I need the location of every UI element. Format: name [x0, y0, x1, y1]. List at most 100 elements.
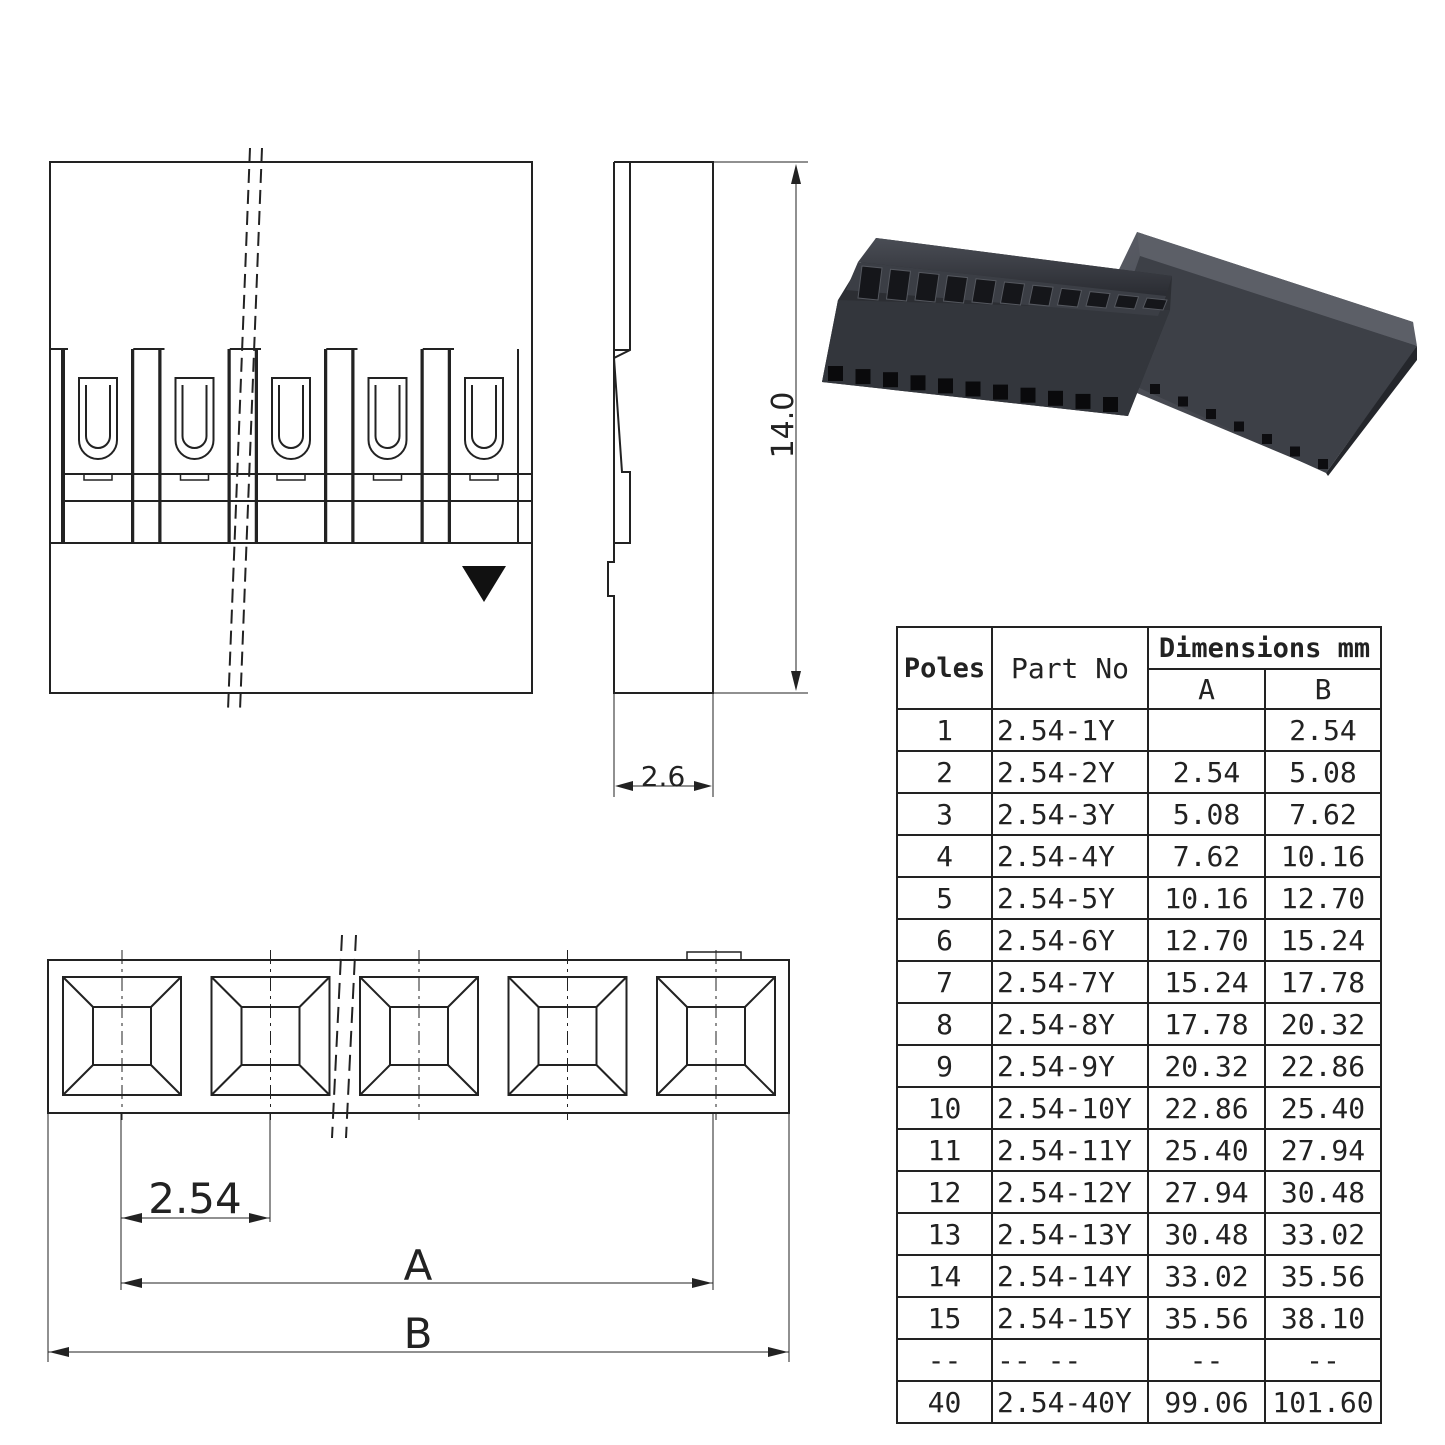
cell-dim-a: 99.06 — [1147, 1380, 1266, 1424]
photo-hole — [828, 366, 843, 381]
cell-dim-a: 7.62 — [1147, 834, 1266, 878]
photo-hole — [965, 381, 981, 397]
cell-poles: 2 — [896, 750, 993, 794]
product-photo — [822, 232, 1417, 476]
photo-slot — [1142, 297, 1168, 311]
cell-poles: 6 — [896, 918, 993, 962]
contact-slot — [349, 348, 450, 543]
cell-poles: 1 — [896, 708, 993, 752]
cell-dim-b: 35.56 — [1263, 1254, 1383, 1298]
photo-slot — [1085, 291, 1111, 309]
pin-cavity — [507, 950, 628, 1120]
photo-hole — [1290, 446, 1300, 457]
cell-part-no: 2.54-40Y — [991, 1380, 1149, 1424]
cell-dim-a: 25.40 — [1147, 1128, 1266, 1172]
photo-hole — [855, 369, 871, 385]
cell-dim-b: 25.40 — [1263, 1086, 1383, 1130]
cell-dim-a: 17.78 — [1147, 1002, 1266, 1046]
cell-part-no: 2.54-12Y — [991, 1170, 1149, 1214]
cell-dim-a: 5.08 — [1147, 792, 1266, 836]
photo-hole — [938, 378, 953, 394]
table-row: ---- ------ — [896, 1338, 1383, 1382]
photo-hole — [1234, 421, 1244, 432]
photo-hole — [1178, 396, 1188, 407]
cell-dim-b: 101.60 — [1263, 1380, 1383, 1424]
pin-cavity — [62, 950, 182, 1120]
contact-slot — [60, 348, 161, 543]
cell-part-no: 2.54-15Y — [991, 1296, 1149, 1340]
cell-part-no: 2.54-1Y — [991, 708, 1149, 752]
cell-dim-b: 30.48 — [1263, 1170, 1383, 1214]
photo-slot — [999, 281, 1026, 306]
cell-part-no: 2.54-10Y — [991, 1086, 1149, 1130]
cell-dim-a — [1147, 708, 1266, 752]
cell-poles: 9 — [896, 1044, 993, 1088]
cell-dim-a: 15.24 — [1147, 960, 1266, 1004]
length-b-label: B — [404, 1309, 433, 1358]
cell-dim-b: 5.08 — [1263, 750, 1383, 794]
photo-slot — [971, 278, 997, 305]
photo-hole — [1206, 409, 1216, 419]
cell-part-no: 2.54-11Y — [991, 1128, 1149, 1172]
thickness-dimension-label: 2.6 — [641, 760, 686, 793]
pitch-dimension-label: 2.54 — [148, 1174, 242, 1223]
photo-hole — [1262, 434, 1272, 444]
cell-poles: -- — [896, 1338, 993, 1382]
cell-part-no: 2.54-5Y — [991, 876, 1149, 920]
header-col-b: B — [1263, 668, 1383, 710]
cell-dim-a: 22.86 — [1147, 1086, 1266, 1130]
photo-slot — [1056, 287, 1083, 308]
header-col-a: A — [1147, 668, 1266, 710]
cell-poles: 4 — [896, 834, 993, 878]
cell-dim-a: 35.56 — [1147, 1296, 1266, 1340]
pin-cavity — [359, 950, 479, 1120]
cell-poles: 11 — [896, 1128, 993, 1172]
photo-hole — [1020, 387, 1036, 403]
photo-slot — [885, 268, 912, 302]
cell-dim-a: 20.32 — [1147, 1044, 1266, 1088]
polarity-triangle — [462, 566, 506, 602]
cell-dim-a: -- — [1147, 1338, 1266, 1382]
cell-dim-b: 2.54 — [1263, 708, 1383, 752]
pin-cavity — [656, 950, 776, 1120]
cell-poles: 12 — [896, 1170, 993, 1214]
cell-part-no: 2.54-8Y — [991, 1002, 1149, 1046]
cell-dim-a: 12.70 — [1147, 918, 1266, 962]
cell-dim-b: 17.78 — [1263, 960, 1383, 1004]
photo-slot — [914, 271, 940, 303]
cell-dim-b: 10.16 — [1263, 834, 1383, 878]
cell-poles: 40 — [896, 1380, 993, 1424]
photo-hole — [883, 372, 898, 388]
length-a-label: A — [404, 1241, 433, 1290]
header-dimensions: Dimensions mm — [1146, 626, 1383, 670]
cell-poles: 15 — [896, 1296, 993, 1340]
photo-hole — [993, 384, 1008, 400]
photo-slot — [1113, 294, 1140, 310]
side-view — [607, 161, 808, 797]
photo-hole — [910, 375, 926, 391]
cell-dim-a: 2.54 — [1147, 750, 1266, 794]
cell-dim-b: 12.70 — [1263, 876, 1383, 920]
cell-part-no: 2.54-4Y — [991, 834, 1149, 878]
cell-poles: 3 — [896, 792, 993, 836]
cell-part-no: -- -- — [991, 1338, 1149, 1382]
cell-dim-a: 30.48 — [1147, 1212, 1266, 1256]
photo-slot — [1028, 284, 1054, 307]
cell-poles: 13 — [896, 1212, 993, 1256]
header-part-no: Part No — [991, 626, 1149, 710]
cell-dim-b: 15.24 — [1263, 918, 1383, 962]
bottom-view — [47, 934, 790, 1362]
cell-part-no: 2.54-14Y — [991, 1254, 1149, 1298]
